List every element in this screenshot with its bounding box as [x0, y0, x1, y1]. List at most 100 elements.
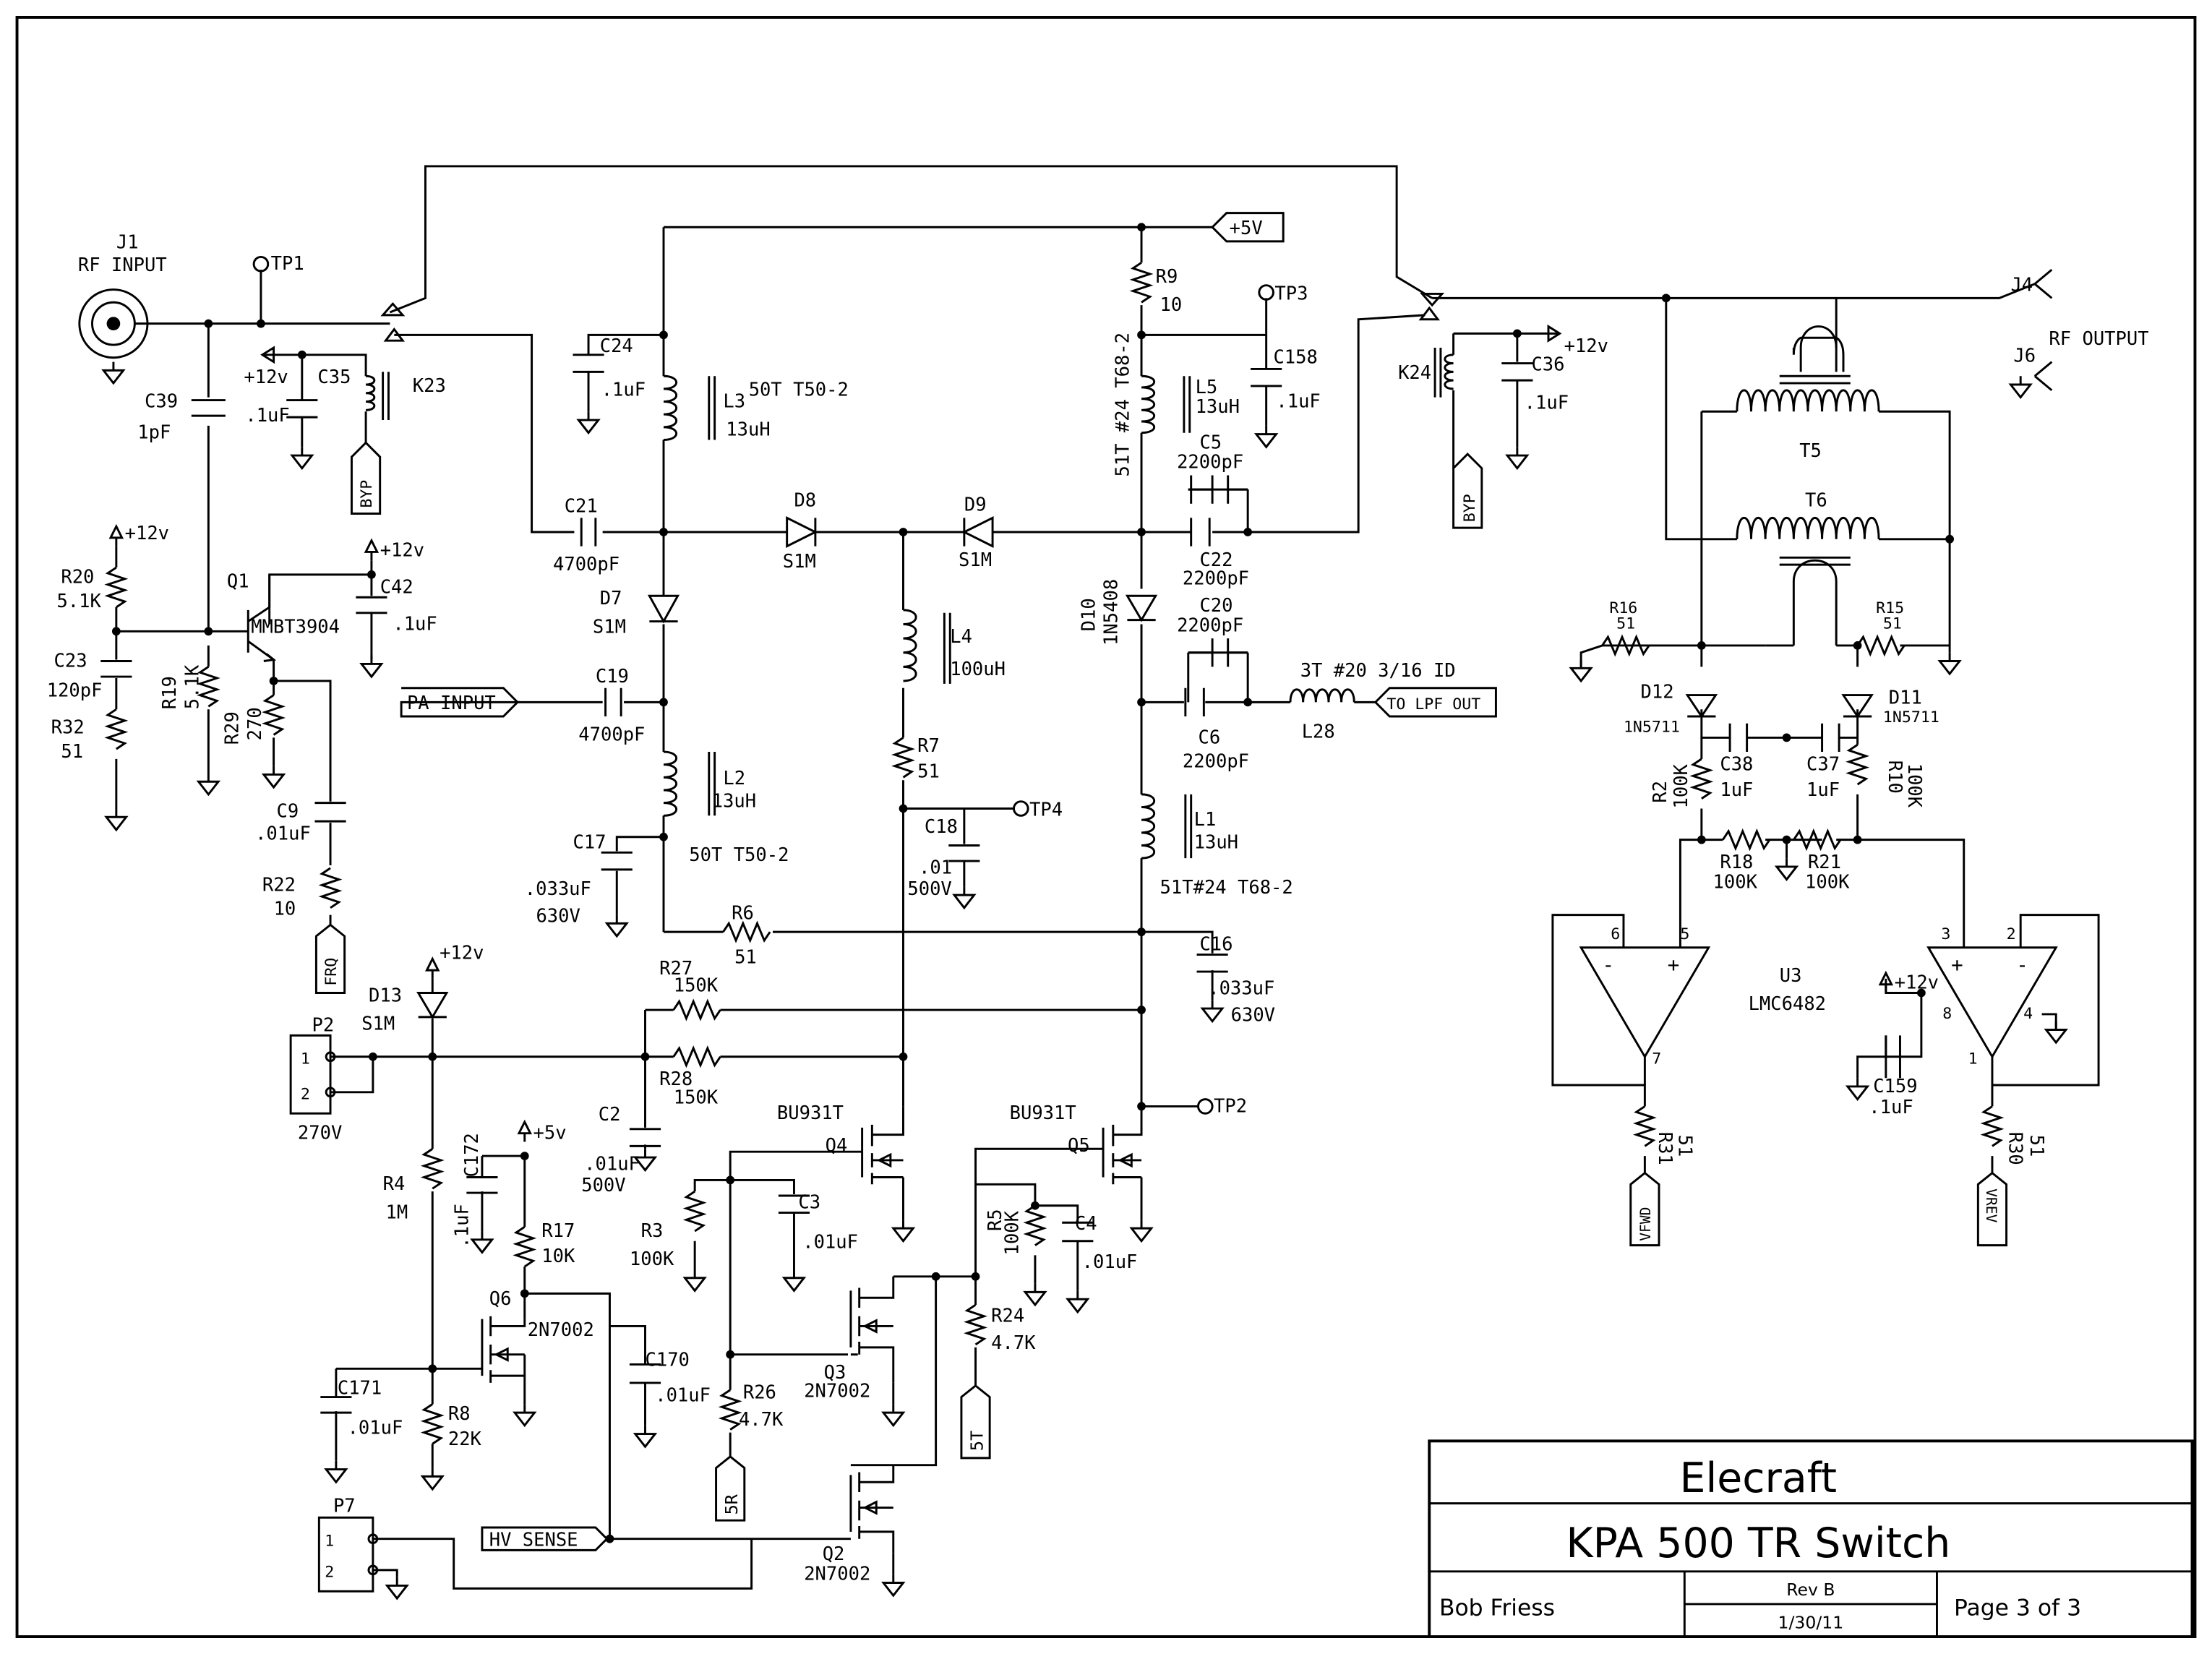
net-byp-right: BYP: [1461, 494, 1479, 522]
c159-ref: C159: [1873, 1076, 1917, 1097]
opamp-a-minus: -: [1603, 954, 1615, 977]
r3-ref: R3: [641, 1220, 664, 1242]
t6-ref: T6: [1805, 490, 1827, 512]
q3-type: 2N7002: [804, 1381, 870, 1402]
c9-ref: C9: [277, 800, 299, 822]
rf-input-connector[interactable]: [78, 288, 149, 359]
c35-value: .1uF: [245, 405, 289, 427]
r18-ref: R18: [1720, 852, 1753, 873]
d9-ref: D9: [964, 494, 987, 516]
c23-value: 120pF: [47, 680, 103, 702]
l3-value: 13uH: [726, 419, 770, 441]
d13-ref: D13: [369, 985, 402, 1006]
opamp-a-pin6: 6: [1611, 925, 1620, 943]
c18-ref: C18: [925, 816, 958, 838]
l4-ref: L4: [950, 626, 972, 648]
l1-ref: L1: [1194, 809, 1217, 831]
r20-ref: R20: [61, 567, 94, 588]
l1-value: 13uH: [1194, 831, 1238, 853]
d11-value: 1N5711: [1883, 708, 1939, 727]
r7-ref: R7: [917, 735, 940, 757]
d13-value: S1M: [361, 1014, 395, 1035]
d7-value: S1M: [593, 616, 626, 638]
c19-ref: C19: [596, 666, 629, 687]
opamp-b-pin8: 8: [1942, 1005, 1952, 1023]
opamp-b-pin3: 3: [1941, 925, 1950, 943]
c18-value: .01: [919, 857, 952, 879]
net-5t: 5T: [966, 1431, 987, 1451]
c37-value: 1uF: [1806, 779, 1840, 801]
r3-value: 100K: [630, 1248, 674, 1270]
pwr-label: +12v: [440, 942, 484, 964]
tp4-label: TP4: [1029, 799, 1063, 820]
r21-value: 100K: [1805, 871, 1850, 893]
title-block: Elecraft KPA 500 TR Switch Bob Friess Re…: [1428, 1439, 2194, 1638]
q2-type: 2N7002: [804, 1564, 870, 1585]
r15-value: 51: [1883, 614, 1902, 633]
l5-ref: L5: [1196, 377, 1218, 398]
r31-value: 51: [1673, 1135, 1695, 1157]
c20-value: 2200pF: [1177, 614, 1243, 636]
j1-name: RF INPUT: [78, 254, 167, 276]
r16-value: 51: [1616, 614, 1635, 633]
net-vfwd: VFWD: [1637, 1207, 1654, 1241]
c36-ref: C36: [1531, 353, 1564, 375]
l28-winding: 3T #20 3/16 ID: [1300, 660, 1456, 682]
k23-ref: K23: [413, 375, 446, 397]
c2-ref: C2: [599, 1104, 621, 1126]
opamp-a-pin5: 5: [1680, 925, 1689, 943]
r4-value: 1M: [386, 1201, 408, 1223]
opamp-b-plus: +: [1951, 954, 1963, 977]
c158-ref: C158: [1273, 347, 1317, 369]
c36-value: .1uF: [1525, 392, 1569, 414]
r2-ref: R2: [1650, 781, 1671, 803]
l2-ref: L2: [723, 768, 745, 789]
r10-value: 100K: [1903, 763, 1925, 808]
l28-ref: L28: [1302, 721, 1335, 742]
r8-ref: R8: [448, 1403, 471, 1425]
r30-value: 51: [2025, 1135, 2047, 1157]
opamp-b-pin2: 2: [2007, 925, 2016, 943]
p2-ref: P2: [312, 1014, 335, 1036]
pwr-label: +12v: [1564, 335, 1608, 357]
r5-value: 100K: [1001, 1210, 1023, 1255]
r27-ref: R27: [659, 958, 693, 980]
c172-value: .1uF: [451, 1204, 473, 1248]
l3-winding: 50T T50-2: [749, 380, 849, 401]
c24-value: .1uF: [601, 380, 646, 401]
c21-value: 4700pF: [553, 554, 620, 575]
c22-ref: C22: [1199, 549, 1233, 571]
c2-value: .01uF: [584, 1154, 640, 1175]
c6-ref: C6: [1199, 727, 1221, 748]
u3-type: LMC6482: [1749, 993, 1826, 1015]
p2-pin1: 1: [301, 1050, 310, 1068]
r6-ref: R6: [732, 903, 754, 925]
r9-ref: R9: [1156, 266, 1178, 288]
c3-value: .01uF: [802, 1232, 858, 1254]
d10-value: 1N5408: [1101, 579, 1123, 646]
c19-value: 4700pF: [578, 724, 645, 745]
d8-value: S1M: [783, 551, 816, 573]
r28-ref: R28: [659, 1068, 693, 1090]
opamp-b-pin1: 1: [1968, 1050, 1978, 1068]
r32-value: 51: [61, 741, 83, 763]
c35-ref: C35: [317, 367, 351, 388]
l2-winding: 50T T50-2: [689, 844, 789, 866]
c16-value: .033uF: [1208, 977, 1274, 999]
revision-date: 1/30/11: [1778, 1612, 1844, 1632]
r27-value: 150K: [674, 975, 719, 997]
q6-type: 2N7002: [528, 1319, 594, 1341]
pwr-label: +12v: [244, 367, 288, 388]
net-to-lpf-out: TO LPF OUT: [1386, 695, 1480, 714]
c5-value: 2200pF: [1177, 452, 1243, 474]
d8-ref: D8: [794, 490, 816, 512]
author-name: Bob Friess: [1439, 1595, 1555, 1621]
c24-ref: C24: [600, 335, 633, 357]
c3-ref: C3: [798, 1192, 820, 1214]
c20-ref: C20: [1199, 595, 1233, 617]
company-name: Elecraft: [1680, 1454, 1838, 1502]
r5-ref: R5: [985, 1209, 1006, 1231]
tp1-label: TP1: [271, 253, 304, 275]
c172-ref: C172: [461, 1133, 483, 1177]
